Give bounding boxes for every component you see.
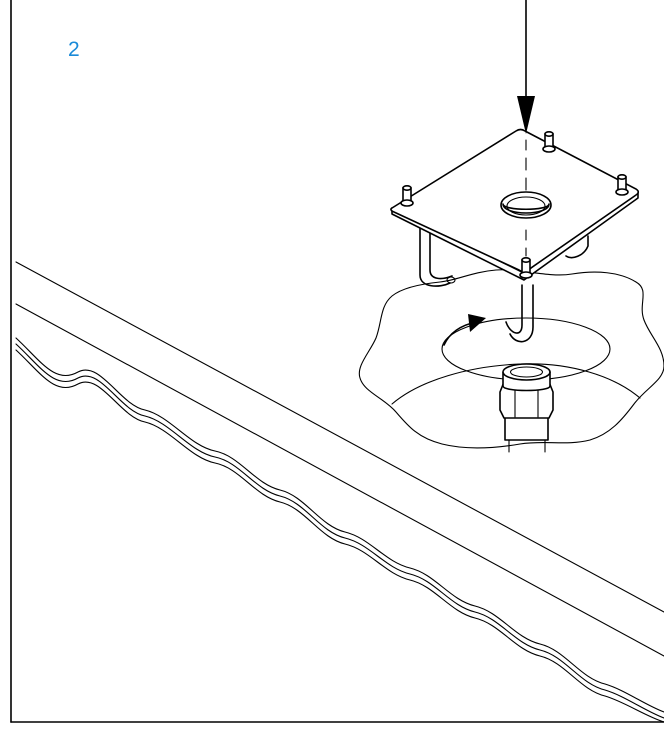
- lawn-edge: [15, 261, 664, 723]
- insertion-arrow: [517, 0, 535, 257]
- rotation-arrow: [443, 314, 486, 346]
- square-mounting-plate: [390, 128, 640, 281]
- j-hook-legs: [419, 227, 589, 343]
- mounting-pins: [400, 131, 629, 279]
- threaded-nipple: [499, 363, 554, 453]
- step-number: 2: [68, 38, 80, 61]
- page-frame: [10, 0, 664, 723]
